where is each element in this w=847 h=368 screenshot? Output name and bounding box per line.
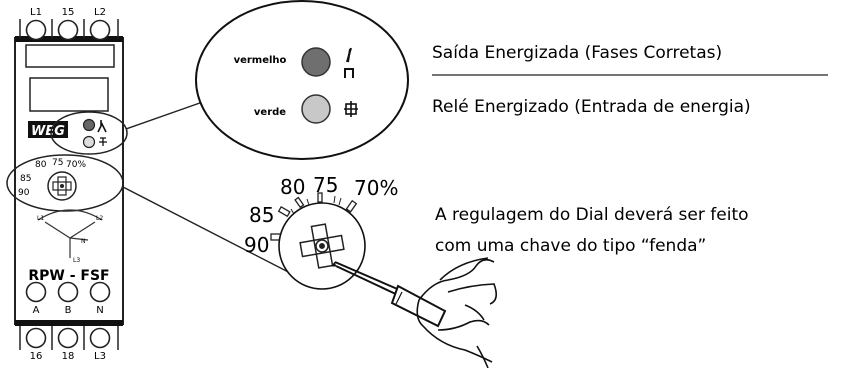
dial-mark: 85: [249, 203, 274, 227]
dial-mark: 90: [244, 233, 269, 257]
terminal-label: 15: [62, 7, 75, 18]
dial-mark: 80: [280, 175, 305, 199]
terminal-label: B: [65, 305, 72, 316]
output-energized-text: Saída Energizada (Fases Corretas): [432, 43, 722, 63]
device-dial: 80 75 70% 85 90: [18, 158, 86, 201]
terminal-screw: [89, 281, 111, 303]
diagram-label: L3: [73, 257, 80, 264]
dial-mark: 70%: [354, 176, 398, 200]
dial-leader-line: [122, 186, 299, 278]
terminal-screw: [89, 327, 111, 349]
svg-text:85: 85: [20, 174, 31, 184]
led-callout-circle: [195, 0, 409, 160]
terminal-label: L1: [30, 7, 42, 18]
dial-instruction-line2: com uma chave do tipo “fenda”: [435, 236, 706, 256]
diagram-label: N: [81, 238, 86, 245]
bottom-rail: [15, 320, 123, 326]
terminal-label: A: [33, 305, 40, 316]
dial-mark: 75: [313, 173, 338, 197]
dial-highlight-ellipse: [6, 154, 124, 212]
label-window: [25, 44, 115, 68]
dial-instruction-line1: A regulagem do Dial deverá ser feito: [435, 205, 749, 225]
hand-outline: [416, 257, 498, 368]
terminal-screw: [89, 19, 111, 41]
terminal-label: L3: [94, 351, 106, 362]
terminal-screw: [57, 327, 79, 349]
green-led-label: verde: [254, 107, 286, 118]
terminal-screw: [25, 327, 47, 349]
wiring-diagram: [37, 209, 103, 258]
led-callout: vermelho verde: [195, 0, 409, 160]
svg-text:90: 90: [18, 188, 30, 198]
dial-slot: [299, 223, 345, 269]
terminal-label: 16: [30, 351, 43, 362]
red-led: [301, 47, 331, 77]
diagram-label: L2: [96, 215, 103, 222]
screwdriver: [331, 261, 447, 328]
diagram-label: L1: [37, 215, 44, 222]
dial-callout: 80 75 70% 85 90: [244, 173, 398, 290]
terminal-screw: [57, 19, 79, 41]
terminal-screw: [25, 281, 47, 303]
svg-text:75: 75: [52, 158, 63, 168]
terminal-screw: [25, 19, 47, 41]
red-led-label: vermelho: [234, 55, 287, 66]
led-highlight-ellipse: [50, 111, 128, 155]
led-leader-line: [125, 97, 215, 130]
terminal-screw: [57, 281, 79, 303]
terminal-label: N: [96, 305, 103, 316]
green-led-small: [82, 135, 96, 149]
display-window: [29, 77, 109, 112]
terminal-label: L2: [94, 7, 106, 18]
relay-device: L1 15 L2 WEG 80 75 70% 85 90: [6, 7, 128, 362]
red-led-small: [82, 118, 96, 132]
relay-output-icon: [97, 120, 107, 133]
svg-text:80: 80: [35, 160, 47, 170]
svg-text:70%: 70%: [66, 160, 86, 170]
weg-logo: WEG: [28, 121, 68, 139]
relay-coil-icon: [99, 137, 107, 146]
relay-energized-text: Relé Energizado (Entrada de energia): [432, 97, 751, 117]
model-label: RPW - FSF: [28, 268, 109, 284]
terminal-label: 18: [62, 351, 75, 362]
green-led: [301, 94, 331, 124]
svg-text:WEG: WEG: [31, 124, 65, 139]
